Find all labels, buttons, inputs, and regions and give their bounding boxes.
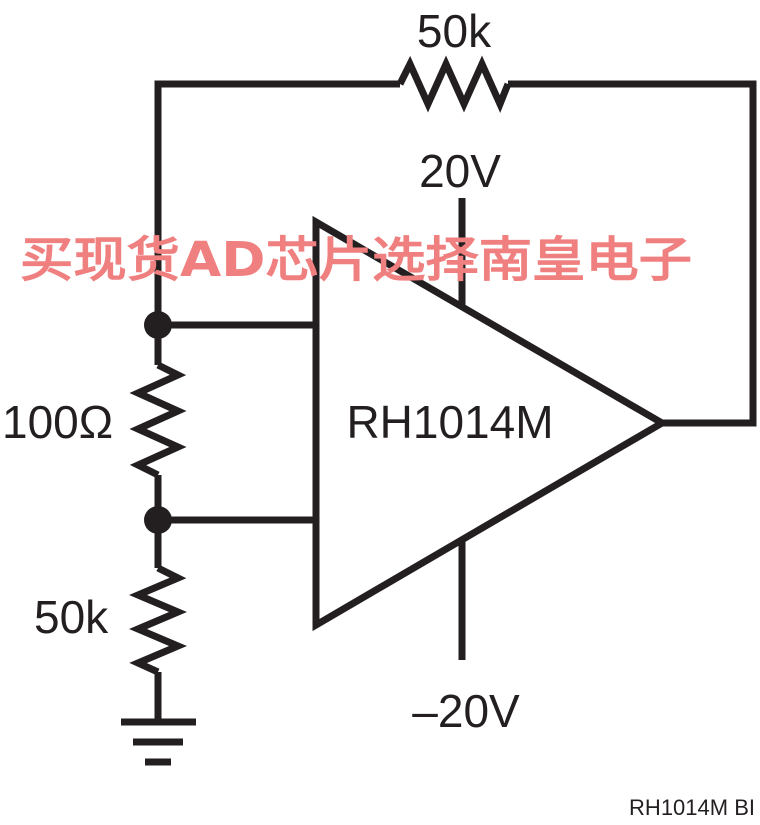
supply-negative-label: –20V	[412, 685, 520, 737]
supply-positive-label: 20V	[419, 145, 501, 197]
feedback-wire-right	[508, 80, 757, 427]
feedback-resistor	[396, 55, 512, 113]
opamp-triangle	[312, 215, 669, 632]
opamp-label: RH1014M	[346, 396, 553, 448]
resistor-50k-bottom	[129, 564, 187, 676]
watermark-text: 买现货AD芯片选择南皇电子	[20, 232, 692, 288]
junction-dot-top	[144, 311, 172, 339]
resistor-100-ohm	[129, 361, 187, 479]
resistor-100-label: 100Ω	[2, 396, 113, 448]
feedback-resistor-label: 50k	[417, 5, 492, 57]
ground-icon	[121, 718, 196, 766]
junction-dot-bottom	[144, 506, 172, 534]
feedback-wire-left	[154, 80, 400, 325]
figure-id-label: RH1014M BI	[629, 795, 755, 820]
resistor-50k-label: 50k	[34, 591, 109, 643]
